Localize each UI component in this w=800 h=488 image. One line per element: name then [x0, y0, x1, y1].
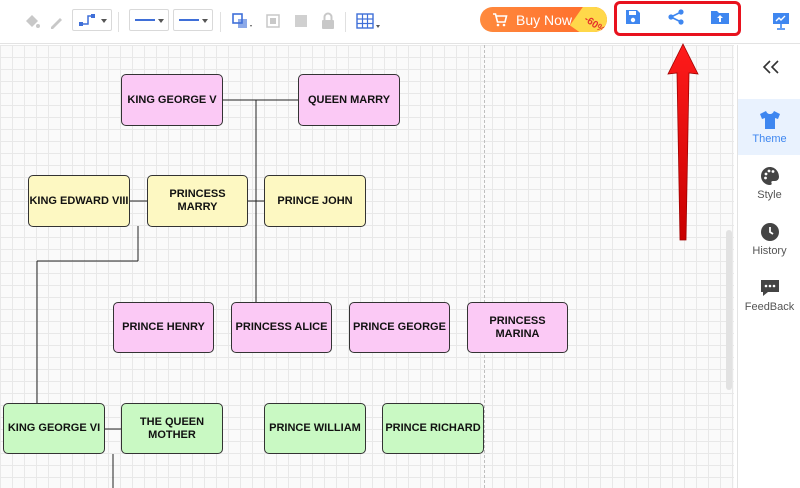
- connector-icon: [79, 14, 95, 26]
- side-item-theme[interactable]: Theme: [738, 99, 800, 155]
- side-item-history[interactable]: History: [738, 211, 800, 267]
- chevron-down-icon: [202, 19, 208, 23]
- discount-badge: -60%: [569, 7, 607, 32]
- arrange-icon[interactable]: [230, 11, 254, 31]
- lock-icon[interactable]: [318, 11, 338, 31]
- side-item-label: Theme: [752, 132, 787, 145]
- node-the-queen-mother[interactable]: THE QUEEN MOTHER: [121, 403, 223, 454]
- chevron-down-icon: [101, 19, 107, 23]
- diagram-canvas[interactable]: KING GEORGE V QUEEN MARRY KING EDWARD VI…: [0, 45, 734, 488]
- fill-color-icon[interactable]: [22, 11, 42, 31]
- line-weight-icon: [179, 19, 199, 21]
- shirt-icon: [759, 110, 780, 129]
- node-prince-george[interactable]: PRINCE GEORGE: [349, 302, 450, 353]
- node-prince-henry[interactable]: PRINCE HENRY: [113, 302, 214, 353]
- share-icon[interactable]: [667, 8, 687, 28]
- buy-now-label: Buy Now: [516, 11, 573, 28]
- line-style-icon: [135, 19, 155, 21]
- collapse-panel-icon[interactable]: [762, 59, 780, 80]
- side-item-label: History: [752, 244, 787, 257]
- toolbar-divider: [220, 12, 221, 32]
- side-item-label: Style: [757, 188, 782, 201]
- connector-lines: [36, 99, 298, 488]
- node-king-george-vi[interactable]: KING GEORGE VI: [3, 403, 105, 454]
- present-icon[interactable]: [770, 10, 792, 32]
- line-style-dropdown[interactable]: [129, 9, 169, 31]
- group-icon[interactable]: [263, 11, 283, 31]
- palette-icon: [760, 166, 779, 185]
- node-queen-marry[interactable]: QUEEN MARRY: [298, 74, 400, 126]
- toolbar: Buy Now -60%: [0, 0, 800, 44]
- highlight-box: [614, 1, 741, 36]
- chevron-down-icon: [158, 19, 164, 23]
- side-panel: Theme Style History FeedBack: [737, 45, 800, 488]
- toolbar-divider: [118, 12, 119, 32]
- table-icon[interactable]: [354, 11, 382, 31]
- brush-icon[interactable]: [47, 11, 67, 31]
- line-weight-dropdown[interactable]: [173, 9, 213, 31]
- vertical-scrollbar[interactable]: [726, 230, 732, 390]
- node-prince-richard[interactable]: PRINCE RICHARD: [382, 403, 484, 454]
- export-icon[interactable]: [710, 8, 730, 28]
- node-princess-marina[interactable]: PRINCESS MARINA: [467, 302, 568, 353]
- node-princess-marry[interactable]: PRINCESS MARRY: [147, 175, 248, 227]
- node-king-george-v[interactable]: KING GEORGE V: [121, 74, 223, 126]
- page-boundary: [484, 45, 485, 488]
- buy-now-button[interactable]: Buy Now -60%: [480, 7, 607, 32]
- node-princess-alice[interactable]: PRINCESS ALICE: [231, 302, 332, 353]
- save-icon[interactable]: [624, 8, 644, 28]
- connector-style-dropdown[interactable]: [72, 9, 112, 31]
- ungroup-icon[interactable]: [291, 11, 311, 31]
- side-item-label: FeedBack: [744, 300, 795, 313]
- side-item-feedback[interactable]: FeedBack: [738, 267, 800, 323]
- side-item-style[interactable]: Style: [738, 155, 800, 211]
- clock-icon: [760, 222, 779, 241]
- cart-icon: [493, 12, 508, 26]
- node-prince-william[interactable]: PRINCE WILLIAM: [264, 403, 366, 454]
- feedback-icon: [760, 279, 779, 296]
- node-prince-john[interactable]: PRINCE JOHN: [264, 175, 366, 227]
- toolbar-divider: [345, 12, 346, 32]
- discount-label: -60%: [581, 13, 607, 32]
- node-king-edward-viii[interactable]: KING EDWARD VIII: [28, 175, 130, 227]
